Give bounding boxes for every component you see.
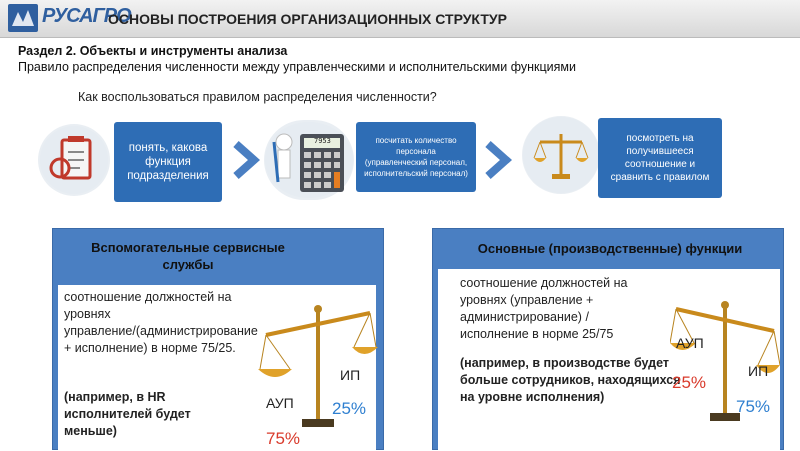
scales-icon	[670, 301, 780, 421]
core-functions-ratio-text: соотношение должностей на уровнях (управ…	[460, 276, 628, 341]
ip-label: ИП	[340, 367, 361, 383]
aup-percent: 25%	[672, 373, 707, 392]
calculator-figure-icon: 7953	[264, 120, 354, 200]
ip-percent: 75%	[736, 397, 771, 416]
step-3-box: посмотреть на получившееся соотношение и…	[598, 118, 722, 198]
rusagro-logo: РУСАГРО	[8, 3, 132, 35]
chevron-right-icon	[233, 141, 261, 179]
header-bar: РУСАГРО ОСНОВЫ ПОСТРОЕНИЯ ОРГАНИЗАЦИОННЫ…	[0, 0, 800, 38]
page-title: ОСНОВЫ ПОСТРОЕНИЯ ОРГАНИЗАЦИОННЫХ СТРУКТ…	[108, 11, 507, 27]
logo-text: РУСАГРО	[42, 5, 132, 27]
chevron-right-icon	[485, 141, 513, 179]
support-services-panel: Вспомогательные сервисные службы соотнош…	[52, 228, 384, 451]
calculator-display: 7953	[314, 137, 331, 145]
ip-percent: 25%	[332, 399, 367, 418]
support-services-content: соотношение должностей на уровнях управл…	[58, 285, 378, 451]
scales-icon	[258, 305, 378, 427]
aup-label: АУП	[266, 395, 294, 411]
step-2-box: посчитать количество персонала (управлен…	[356, 122, 476, 192]
support-services-example: (например, в HR исполнителей будет меньш…	[64, 390, 191, 438]
support-services-title: Вспомогательные сервисные службы	[91, 240, 285, 272]
question-text: Как воспользоваться правилом распределен…	[78, 90, 437, 104]
aup-percent: 75%	[266, 429, 301, 448]
checklist-icon	[38, 124, 110, 196]
core-functions-panel: Основные (производственные) функции соот…	[432, 228, 784, 451]
step-1-text: понять, какова функция подразделения	[127, 142, 209, 182]
logo-emblem-icon	[8, 4, 38, 32]
rule-subtitle: Правило распределения численности между …	[18, 60, 576, 74]
core-functions-content: соотношение должностей на уровнях (управ…	[438, 269, 780, 451]
core-functions-example: (например, в производстве будет больше с…	[460, 356, 681, 404]
step-2-text: посчитать количество персонала (управлен…	[364, 136, 468, 178]
aup-label: АУП	[676, 335, 704, 351]
support-services-ratio-text: соотношение должностей на уровнях управл…	[64, 290, 258, 355]
section-heading: Раздел 2. Объекты и инструменты анализа	[18, 44, 288, 58]
core-functions-title: Основные (производственные) функции	[477, 241, 743, 256]
scales-icon	[522, 116, 600, 194]
step-3-text: посмотреть на получившееся соотношение и…	[610, 133, 710, 183]
ip-label: ИП	[748, 363, 769, 379]
step-1-box: понять, какова функция подразделения	[114, 122, 222, 202]
